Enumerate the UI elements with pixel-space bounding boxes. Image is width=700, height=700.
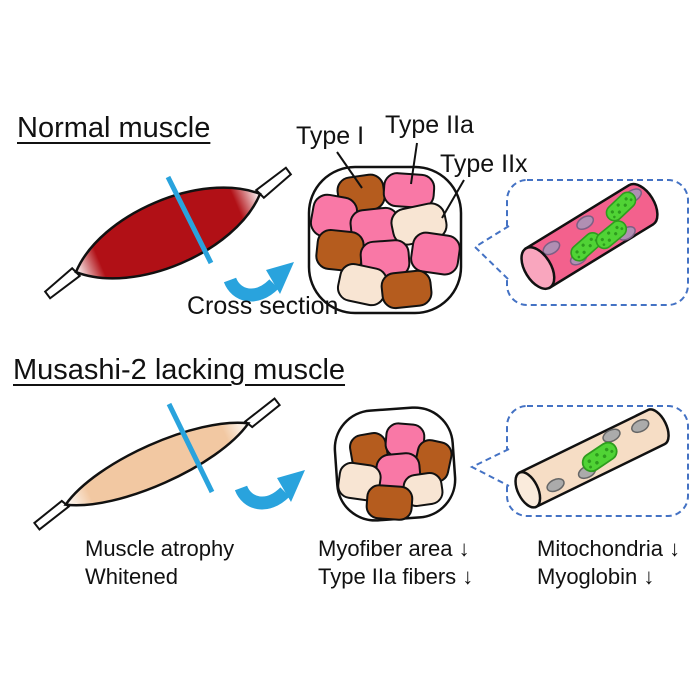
musashi-fiber-callout [469, 405, 689, 517]
caption-line: Myofiber area ↓ [318, 536, 470, 561]
caption-line: Myoglobin ↓ [537, 564, 655, 589]
type2a-label: Type IIa [385, 111, 474, 139]
muscle-belly [74, 186, 262, 280]
type2x-label: Type IIx [440, 150, 528, 178]
cross-section-arrow [234, 470, 305, 510]
fiber-type1 [380, 269, 433, 310]
muscle-atrophy-caption: Muscle atrophy Whitened [85, 535, 234, 591]
normal-fiber-callout [473, 179, 689, 306]
cylinder-end-cap [520, 246, 556, 291]
normal-muscle-shape [43, 166, 293, 300]
musashi-cross-section [333, 406, 457, 522]
musashi-fiber-cylinder [514, 408, 670, 509]
type1-label: Type I [296, 122, 365, 150]
muscle-belly [63, 421, 251, 507]
myofiber-caption: Myofiber area ↓ Type IIa fibers ↓ [318, 535, 473, 591]
tendon-left [32, 499, 71, 531]
cross-section-label: Cross section [187, 292, 339, 320]
normal-muscle-title: Normal muscle [17, 112, 211, 144]
section-plane-line [166, 402, 215, 494]
cross-section-arrow [223, 262, 294, 302]
type2a-pointer-line [410, 142, 418, 185]
tendon-right [243, 397, 282, 429]
arrowhead [277, 470, 305, 502]
cylinder-end-cap [514, 470, 542, 509]
callout-tail [473, 225, 510, 281]
caption-line: Type IIa fibers ↓ [318, 564, 474, 589]
normal-fiber-cylinder [520, 182, 659, 291]
atrophied-muscle-shape [32, 397, 282, 531]
section-plane-line [165, 175, 214, 265]
mitochondria-caption: Mitochondria ↓ Myoglobin ↓ [537, 535, 680, 591]
type1-pointer-line [336, 151, 363, 189]
caption-line: Muscle atrophy [85, 536, 235, 561]
callout-tail [469, 448, 510, 487]
fiber-type1 [365, 484, 414, 521]
arrowhead [266, 262, 294, 294]
musashi-muscle-title: Musashi-2 lacking muscle [13, 354, 346, 386]
caption-line: Whitened [85, 564, 178, 589]
normal-cross-section [307, 165, 463, 315]
fiber-type2a [410, 231, 461, 276]
tendon-right [254, 166, 293, 200]
type2x-pointer-line [441, 179, 465, 219]
tendon-left [43, 266, 82, 300]
caption-line: Mitochondria ↓ [537, 536, 681, 561]
